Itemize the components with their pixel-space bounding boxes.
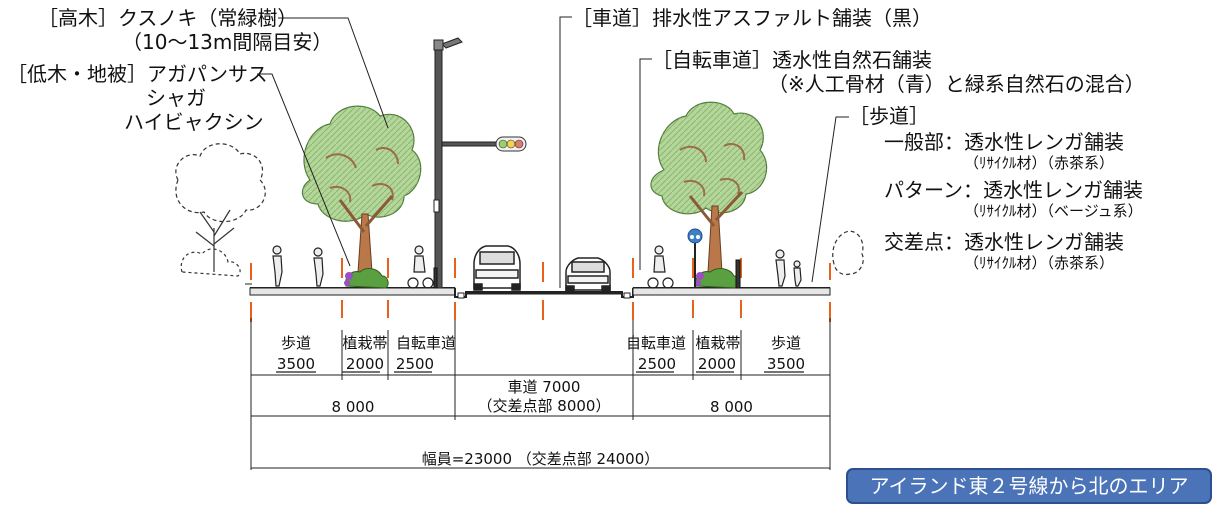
section-left-planting-name: 植栽帯 bbox=[342, 334, 388, 352]
section-right-sidewalk-width: 3500 bbox=[766, 355, 806, 373]
dim-roadway-line2: （交差点部 8000） bbox=[477, 397, 611, 415]
bollard-icons bbox=[433, 259, 741, 289]
cyclist-left-icon bbox=[407, 245, 434, 289]
callout-intersection-sub: （ﾘｻｲｸﾙ材）（赤茶系） bbox=[964, 254, 1115, 272]
section-left-sidewalk-width: 3500 bbox=[276, 355, 316, 373]
callout-general-sub: （ﾘｻｲｸﾙ材）（赤茶系） bbox=[964, 154, 1115, 172]
callout-low-tree-line3: ハイビャクシン bbox=[124, 110, 264, 134]
street-light-icon bbox=[433, 37, 527, 289]
callout-sidewalk-head: ［歩道］ bbox=[849, 104, 929, 128]
callout-pattern-label: パターン：透水性レンガ舗装 bbox=[884, 178, 1143, 202]
callout-bike-lane-line1: ［自転車道］透水性自然石舗装 bbox=[652, 48, 932, 72]
dimension-lines bbox=[250, 318, 831, 470]
cyclist-right-icon bbox=[647, 245, 674, 289]
section-right-bike-width: 2500 bbox=[637, 355, 677, 373]
section-left-planting-width: 2000 bbox=[345, 355, 385, 373]
planting-right-icon bbox=[695, 268, 741, 289]
callout-bike-lane-line2: （※人工骨材（青）と緑系自然石の混合） bbox=[768, 72, 1145, 96]
bicycle-sign-icon bbox=[687, 228, 703, 288]
dim-right-total: 8 000 bbox=[710, 398, 753, 416]
callout-low-tree-line2: シャガ bbox=[146, 86, 206, 110]
dim-roadway-line1: 車道 7000 bbox=[507, 378, 581, 396]
area-badge: アイランド東２号線から北のエリア bbox=[846, 468, 1212, 504]
section-right-bike-name: 自転車道 bbox=[625, 334, 686, 352]
section-right-planting-name: 植栽帯 bbox=[695, 334, 741, 352]
car-right-icon bbox=[565, 257, 611, 293]
section-right-sidewalk-name: 歩道 bbox=[770, 334, 801, 352]
callout-low-tree-line1: ［低木・地被］アガパンサス bbox=[7, 62, 268, 86]
dim-overall: 幅員=23000 （交差点部 24000） bbox=[421, 450, 660, 468]
tall-tree-right-icon bbox=[650, 101, 768, 273]
section-right-planting-width: 2000 bbox=[697, 355, 737, 373]
callout-leader-lines bbox=[257, 16, 849, 288]
callout-pattern-sub: （ﾘｻｲｸﾙ材）（ベージュ系） bbox=[964, 202, 1143, 220]
background-shrub-icon bbox=[832, 230, 864, 276]
callout-tall-tree-line2: （10～13m間隔目安） bbox=[122, 30, 333, 54]
road-profile bbox=[245, 283, 831, 299]
callout-general-label: 一般部：透水性レンガ舗装 bbox=[884, 130, 1124, 154]
pedestrian-icons bbox=[272, 245, 802, 287]
callout-intersection-label: 交差点：透水性レンガ舗装 bbox=[884, 230, 1124, 254]
car-left-icon bbox=[473, 245, 521, 291]
planting-left-icon bbox=[344, 268, 389, 289]
callout-roadway: ［車道］排水性アスファルト舗装（黒） bbox=[572, 6, 932, 30]
tall-tree-left-icon bbox=[301, 105, 422, 273]
background-tree-icon bbox=[175, 143, 266, 277]
section-left-bike-name: 自転車道 bbox=[395, 334, 456, 352]
dim-left-total: 8 000 bbox=[331, 398, 375, 416]
section-left-sidewalk-name: 歩道 bbox=[280, 334, 311, 352]
section-left-bike-width: 2500 bbox=[395, 355, 435, 373]
callout-tall-tree-line1: ［高木］クスノキ（常緑樹） bbox=[38, 6, 298, 30]
